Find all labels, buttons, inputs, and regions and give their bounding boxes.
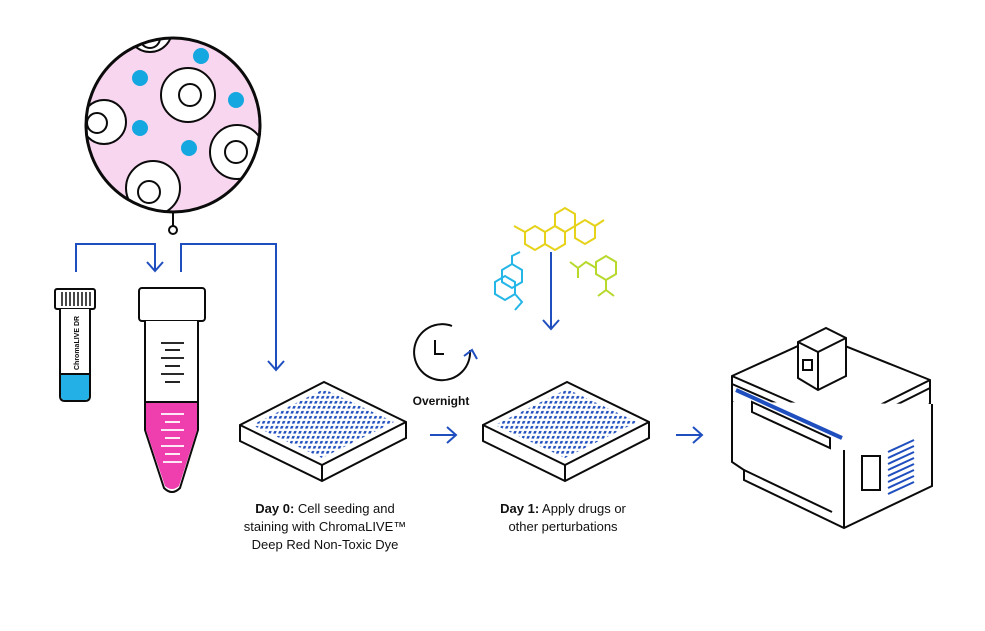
well-plate-day0 <box>239 380 407 483</box>
drug-molecules-icon <box>494 206 617 311</box>
step-day1-line2: other perturbations <box>508 519 618 534</box>
chromalive-vial: ChromaLIVE DR <box>54 288 96 402</box>
overnight-clock-icon <box>413 323 478 382</box>
vial-label: ChromaLIVE DR <box>74 316 81 370</box>
step-day1-title: Day 1: <box>500 501 540 516</box>
step-day1-line1: Apply drugs or <box>539 501 626 516</box>
step-caption-day1: Day 1: Apply drugs or other perturbation… <box>478 500 648 536</box>
step-day0-title: Day 0: <box>255 501 295 516</box>
cell-magnified-view <box>84 36 262 235</box>
step-caption-day0: Day 0: Cell seeding and staining with Ch… <box>230 500 420 554</box>
well-plate-day1 <box>482 380 650 483</box>
step-day0-line2: staining with ChromaLIVE™ <box>243 519 407 534</box>
step-day0-line3: Deep Red Non-Toxic Dye <box>251 537 399 552</box>
flow-arrows <box>75 243 704 444</box>
overnight-label: Overnight <box>413 394 470 408</box>
step-day0-line1: Cell seeding and <box>294 501 395 516</box>
imaging-instrument-icon <box>731 326 933 530</box>
conical-tube <box>138 287 206 493</box>
